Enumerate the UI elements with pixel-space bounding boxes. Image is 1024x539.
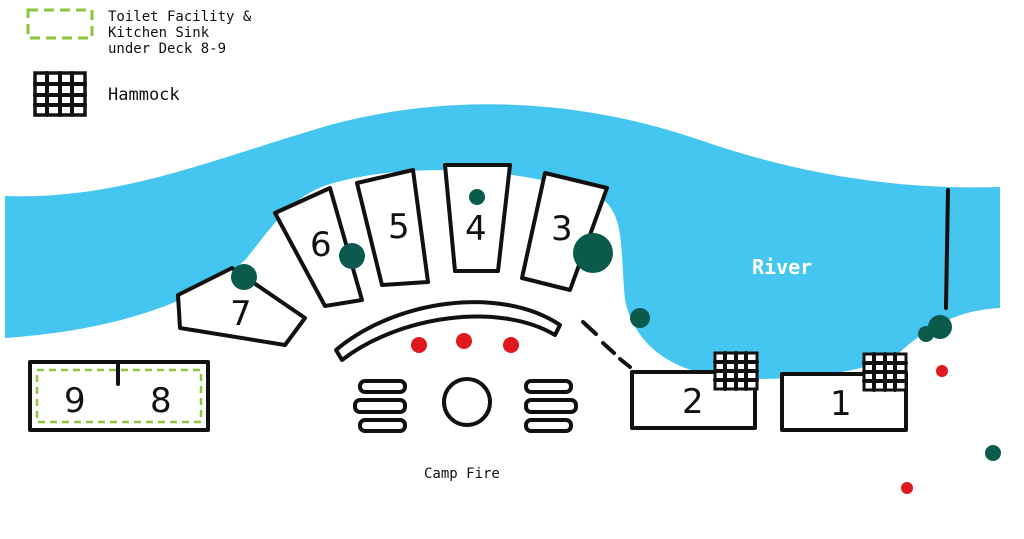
deck-8-label: 8	[150, 381, 172, 421]
hammock-icon	[862, 352, 908, 392]
deck-9-label: 9	[64, 381, 86, 421]
hammock-icon	[713, 351, 759, 391]
tree-icon	[469, 189, 485, 205]
tree-icon	[918, 326, 934, 342]
deck-1-label: 1	[830, 384, 852, 424]
deck-5[interactable]: 5	[355, 168, 430, 287]
red-marker-icon	[456, 333, 472, 349]
deck-9-8[interactable]: 9 8	[28, 360, 210, 432]
red-marker-icon	[503, 337, 519, 353]
deck-4-label: 4	[465, 209, 487, 249]
tree-icon	[573, 233, 613, 273]
toilet-legend-line2: Kitchen Sink	[108, 25, 210, 41]
deck-2-label: 2	[682, 382, 704, 422]
camp-fire-label: Camp Fire	[424, 466, 500, 482]
deck-4[interactable]: 4	[443, 163, 512, 273]
deck-7-label: 7	[230, 294, 252, 334]
toilet-legend-line3: under Deck 8-9	[108, 41, 226, 57]
toilet-legend-line1: Toilet Facility &	[108, 9, 252, 25]
walkway	[581, 320, 632, 369]
hammock-legend-label: Hammock	[108, 85, 180, 105]
red-marker-icon	[411, 337, 427, 353]
river-edge	[944, 188, 950, 310]
river-label: River	[752, 255, 812, 279]
deck-6[interactable]: 6	[273, 186, 364, 308]
deck-3-label: 3	[551, 209, 573, 249]
toilet-legend-icon	[26, 8, 94, 40]
deck-7[interactable]: 7	[176, 266, 307, 347]
river	[5, 104, 1000, 379]
hammock-legend-icon	[33, 71, 87, 117]
deck-5-label: 5	[388, 207, 410, 247]
tree-icon	[630, 308, 650, 328]
fire-pit-icon	[442, 377, 492, 427]
deck-3[interactable]: 3	[520, 171, 609, 292]
deck-6-label: 6	[310, 225, 332, 265]
tree-icon	[985, 445, 1001, 461]
tree-icon	[339, 243, 365, 269]
red-marker-icon	[936, 365, 948, 377]
curved-bench	[334, 300, 562, 362]
tree-icon	[928, 315, 952, 339]
red-marker-icon	[901, 482, 913, 494]
tree-icon	[231, 264, 257, 290]
deck-2[interactable]: 2	[630, 370, 757, 430]
bench-icon	[353, 379, 407, 433]
bench-icon	[524, 379, 578, 433]
